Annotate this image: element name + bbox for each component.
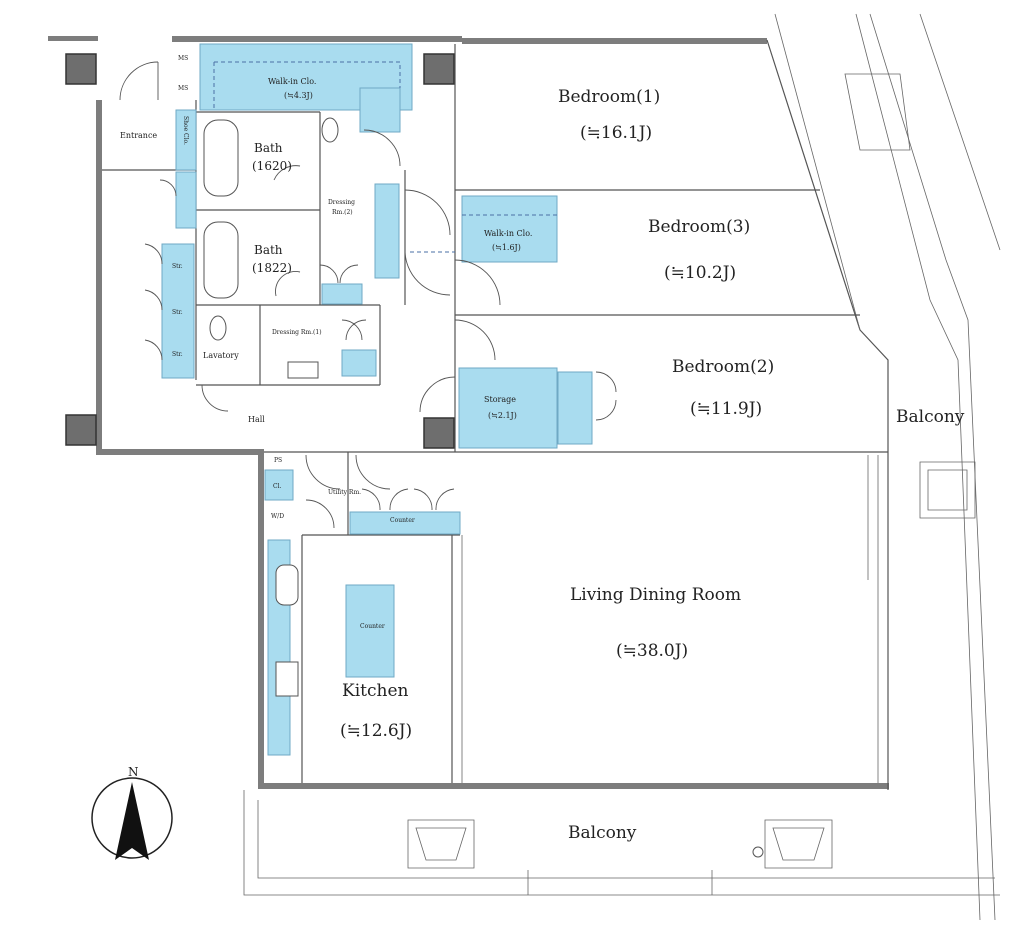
bath1-size: (1620) xyxy=(252,159,292,173)
storage-name: Storage xyxy=(484,395,516,404)
doors xyxy=(119,61,617,529)
balcony-south-label: Balcony xyxy=(568,823,637,843)
north-compass: N xyxy=(91,765,173,860)
counter-island-label: Counter xyxy=(360,623,385,630)
utility-label: Utility Rm. xyxy=(328,489,361,496)
storage-areas xyxy=(161,43,593,756)
fixtures xyxy=(203,117,764,858)
shoe-clo-label: Shoe Clo. xyxy=(182,116,189,145)
living-area: (≒38.0J) xyxy=(616,641,688,661)
storage-area: (≒2.1J) xyxy=(488,411,517,420)
compass-north-label: N xyxy=(128,765,139,779)
room-labels: Bedroom(1) (≒16.1J) Bedroom(3) (≒10.2J) … xyxy=(120,55,965,843)
dressing1-sub: Rm.(2) xyxy=(332,209,353,216)
pillars xyxy=(65,53,455,449)
str-label-3: Str. xyxy=(172,351,183,358)
bedroom1-area: (≒16.1J) xyxy=(580,123,652,143)
balcony-east-label: Balcony xyxy=(896,407,965,427)
ms-label-2: MS xyxy=(178,85,188,92)
bedroom1-name: Bedroom(1) xyxy=(558,87,660,107)
walkin2-name: Walk-in Clo. xyxy=(484,229,532,238)
wd-label: W/D xyxy=(271,513,284,520)
balcony-bays xyxy=(407,73,976,869)
walkin1-name: Walk-in Clo. xyxy=(268,77,316,86)
walkin2-area: (≒1.6J) xyxy=(492,243,521,252)
hall-label: Hall xyxy=(248,415,265,424)
dressing2-name: Dressing Rm.(1) xyxy=(272,329,322,336)
dressing1-name: Dressing xyxy=(328,199,355,206)
bath1-name: Bath xyxy=(254,141,283,155)
bedroom2-name: Bedroom(2) xyxy=(672,357,774,377)
compass-arrow-icon xyxy=(115,782,149,860)
ms-label-1: MS xyxy=(178,55,188,62)
walkin1-area: (≒4.3J) xyxy=(284,91,313,100)
kitchen-area: (≒12.6J) xyxy=(340,721,412,741)
entrance-label: Entrance xyxy=(120,131,157,140)
living-name: Living Dining Room xyxy=(570,585,741,605)
kitchen-name: Kitchen xyxy=(342,681,408,701)
interior-walls xyxy=(102,44,888,783)
counter-top-label: Counter xyxy=(390,517,415,524)
lavatory-label: Lavatory xyxy=(203,351,239,360)
ps-label: PS xyxy=(274,457,282,464)
bedroom3-name: Bedroom(3) xyxy=(648,217,750,237)
bath2-size: (1822) xyxy=(252,261,292,275)
bedroom2-area: (≒11.9J) xyxy=(690,399,762,419)
str-label-2: Str. xyxy=(172,309,183,316)
dashed-lines xyxy=(213,61,557,253)
cl-label: Cl. xyxy=(273,483,282,490)
bedroom3-area: (≒10.2J) xyxy=(664,263,736,283)
str-label-1: Str. xyxy=(172,263,183,270)
bath2-name: Bath xyxy=(254,243,283,257)
